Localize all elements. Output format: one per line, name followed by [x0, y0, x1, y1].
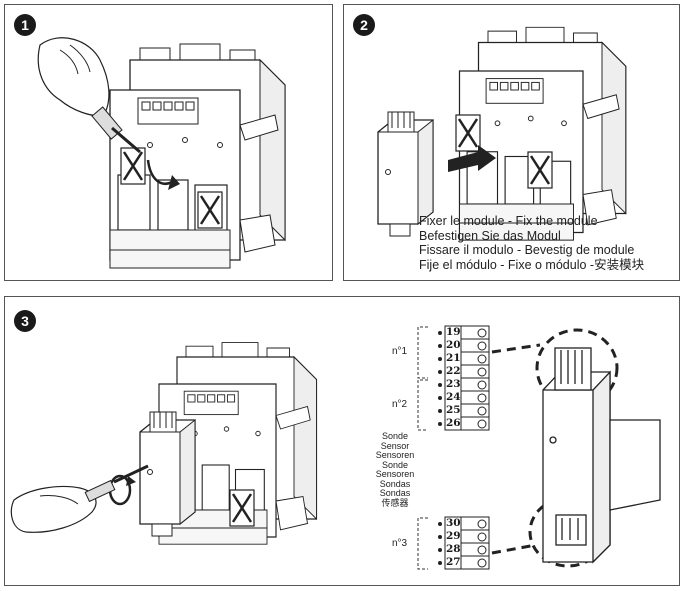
step-2-badge: 2 — [353, 14, 375, 36]
terminal-strip-upper — [444, 325, 490, 431]
sensor-term: Sensoren — [375, 450, 415, 460]
sensor-term: Sondas — [379, 488, 411, 498]
group-brackets — [417, 326, 428, 570]
group-label-2: n°2 — [392, 399, 408, 410]
terminal-label: 21 — [446, 352, 461, 364]
sensor-term: Sensoren — [375, 469, 415, 479]
sensors-multilingual-label: Sonde Sensor Sensoren Sonde Sensoren Son… — [372, 431, 418, 508]
caption-line-4: Fije el módulo - Fixe o módulo -安装模块 — [419, 257, 645, 272]
fix-module-caption: Fixer le module - Fix the module Befesti… — [419, 214, 644, 272]
step-2-cross-left — [454, 113, 482, 153]
step-3-module — [139, 411, 196, 537]
terminal-label: 29 — [446, 530, 461, 542]
sensor-term: 传感器 — [381, 497, 409, 508]
sensor-term: Sonde — [381, 431, 409, 441]
terminal-label: 20 — [446, 339, 461, 351]
step-2-device — [458, 26, 627, 241]
step-1-badge: 1 — [14, 14, 36, 36]
terminal-strip-lower — [444, 516, 490, 570]
terminal-screws — [438, 331, 442, 565]
module-detail — [542, 347, 661, 564]
sensor-term: Sonde — [381, 459, 409, 470]
sensor-term: Sensor — [380, 440, 410, 451]
step-1-cross-left — [119, 146, 147, 186]
sensor-term: Sondas — [379, 478, 411, 489]
terminal-label: 24 — [446, 391, 461, 403]
step-2-cross-right — [526, 150, 554, 190]
step-1-cross-right — [196, 190, 224, 230]
group-label-3: n°3 — [392, 538, 408, 549]
caption-line-2: Befestigen Sie das Modul — [419, 228, 561, 243]
terminal-label: 22 — [446, 365, 461, 377]
step-3-badge: 3 — [14, 310, 36, 332]
terminal-label: 19 — [446, 326, 461, 338]
caption-line-3: Fissare il modulo - Bevestig de module — [419, 243, 635, 257]
step-3-hand-screwdriver — [10, 464, 149, 533]
terminal-label: 23 — [446, 378, 461, 390]
step-3-cross — [228, 488, 256, 528]
terminal-label: 28 — [446, 543, 461, 555]
step-1-arrow — [146, 159, 173, 185]
terminal-label: 26 — [446, 417, 461, 429]
terminal-label: 30 — [446, 517, 461, 529]
caption-line-1: Fixer le module - Fix the module — [419, 214, 598, 228]
terminal-label: 27 — [446, 556, 461, 568]
step-1-hand-screwdriver — [37, 37, 141, 154]
group-label-1: n°1 — [392, 346, 408, 357]
step-2-insert-arrow — [448, 145, 496, 172]
terminal-label: 25 — [446, 404, 461, 416]
